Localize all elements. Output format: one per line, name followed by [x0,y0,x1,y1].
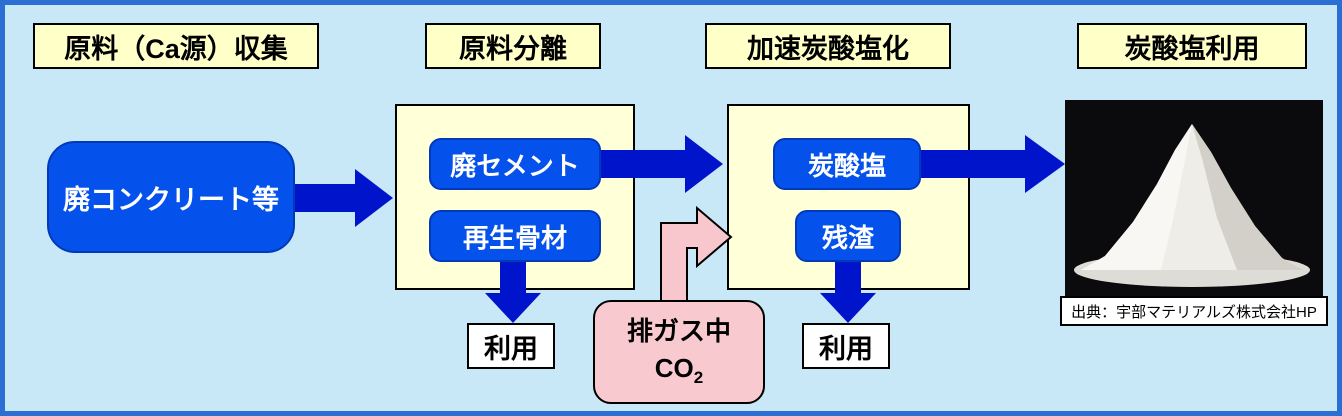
use-box-left: 利用 [467,323,555,369]
stage-label-raw-material-collection: 原料（Ca源）収集 [33,23,319,69]
carbonate-powder-image [1065,100,1323,296]
powder-highlight [1081,124,1192,270]
exhaust-gas-label: 排ガス中 [626,315,731,346]
separation-group-box [395,104,635,290]
carbonation-group-box [727,104,970,290]
arrow-co2-to-carbonation [660,205,733,306]
node-recycled-aggregate: 再生骨材 [429,210,601,262]
co-text: CO [654,353,694,384]
node-waste-cement: 廃セメント [429,138,601,190]
image-source-caption: 出典：宇部マテリアルズ株式会社HP [1060,296,1328,326]
arrow-concrete-to-separation [295,169,393,227]
exhaust-co2-box: 排ガス中 CO2 [593,300,765,404]
stage-label-raw-material-separation: 原料分離 [425,23,601,69]
stage-label-carbonate-utilization: 炭酸塩利用 [1077,23,1307,69]
node-carbonate: 炭酸塩 [773,138,921,190]
powder-shadow [1192,124,1303,270]
powder-pile-illustration [1065,100,1323,296]
node-residue: 残渣 [795,210,901,262]
node-waste-concrete: 廃コンクリート等 [47,141,295,253]
co2-label: CO2 [655,350,703,391]
use-box-right: 利用 [802,323,890,369]
co2-subscript: 2 [693,368,704,388]
stage-label-accelerated-carbonation: 加速炭酸塩化 [705,23,951,69]
